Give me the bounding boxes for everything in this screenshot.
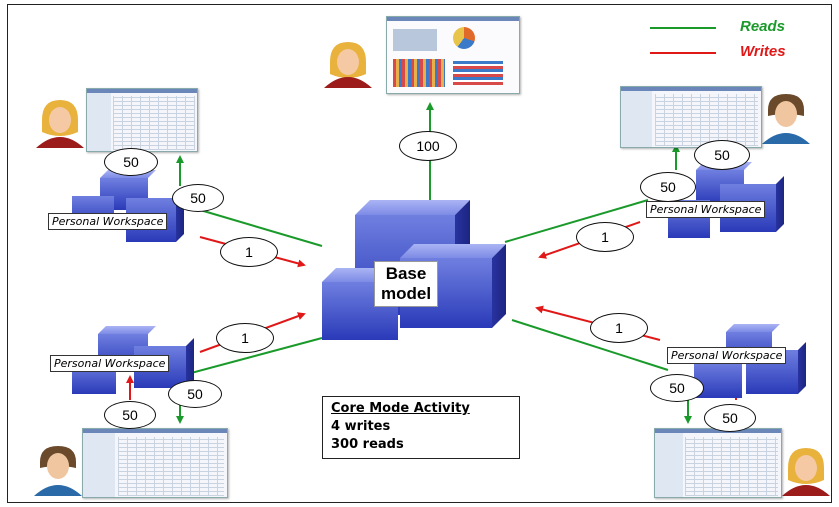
flow-oval-bottom-right-read: 50 [650,374,704,402]
read-line-top-right [504,199,649,243]
flow-oval-bottom-left-read-b: 50 [104,401,156,429]
core-mode-activity-box: Core Mode Activity 4 writes 300 reads [322,396,520,459]
flow-oval-top-read: 100 [399,131,457,161]
workspace-label-bottom-left: Personal Workspace [50,355,170,372]
flow-oval-top-left-read: 50 [172,184,224,212]
user-female-icon-top [324,42,372,88]
flow-oval-bottom-left-read-a: 50 [168,380,222,408]
user-female-icon-top-left [36,100,84,148]
read-line-bottom-right [511,319,669,371]
legend-writes-label: Writes [740,43,786,60]
flow-oval-bottom-left-base-write: 1 [216,323,274,353]
spreadsheet-screenshot-icon-top-left [86,88,198,152]
workspace-label-top-right: Personal Workspace [646,201,766,218]
workspace-label-top-left: Personal Workspace [48,213,168,230]
flow-oval-top-right-base-write: 1 [576,222,634,252]
activity-reads: 300 reads [331,437,404,452]
base-model-line1: Base [385,264,427,283]
read-line-top-left [189,206,323,247]
flow-oval-top-left-base-write: 1 [220,237,278,267]
user-male-icon-bottom-left [34,446,82,496]
legend-reads-line [650,27,716,29]
flow-oval-top-left-write: 50 [104,148,158,176]
dashboard-screenshot-icon-top [386,16,520,94]
activity-title: Core Mode Activity [331,401,470,416]
legend-reads-label: Reads [740,18,786,35]
flow-oval-bottom-right-base-write: 1 [590,313,648,343]
workspace-cube-top-left [72,170,184,242]
activity-writes: 4 writes [331,419,391,434]
base-model-line2: model [381,284,432,303]
spreadsheet-screenshot-icon-bottom-left [82,428,228,498]
spreadsheet-screenshot-icon-top-right [620,86,762,148]
flow-oval-bottom-right-write: 50 [704,404,756,432]
workspace-label-bottom-right: Personal Workspace [667,347,787,364]
read-lines [149,102,692,424]
diagram-frame [7,4,832,503]
flow-oval-top-right-read: 50 [640,172,696,202]
user-male-icon-top-right [762,94,810,144]
flow-oval-top-right-write: 50 [694,140,750,170]
legend-writes-line [650,52,716,54]
spreadsheet-screenshot-icon-bottom-right [654,428,782,498]
workspace-cube-top-right [668,162,784,238]
base-model-label: Base model [374,261,439,307]
user-female-icon-bottom-right [782,448,830,496]
